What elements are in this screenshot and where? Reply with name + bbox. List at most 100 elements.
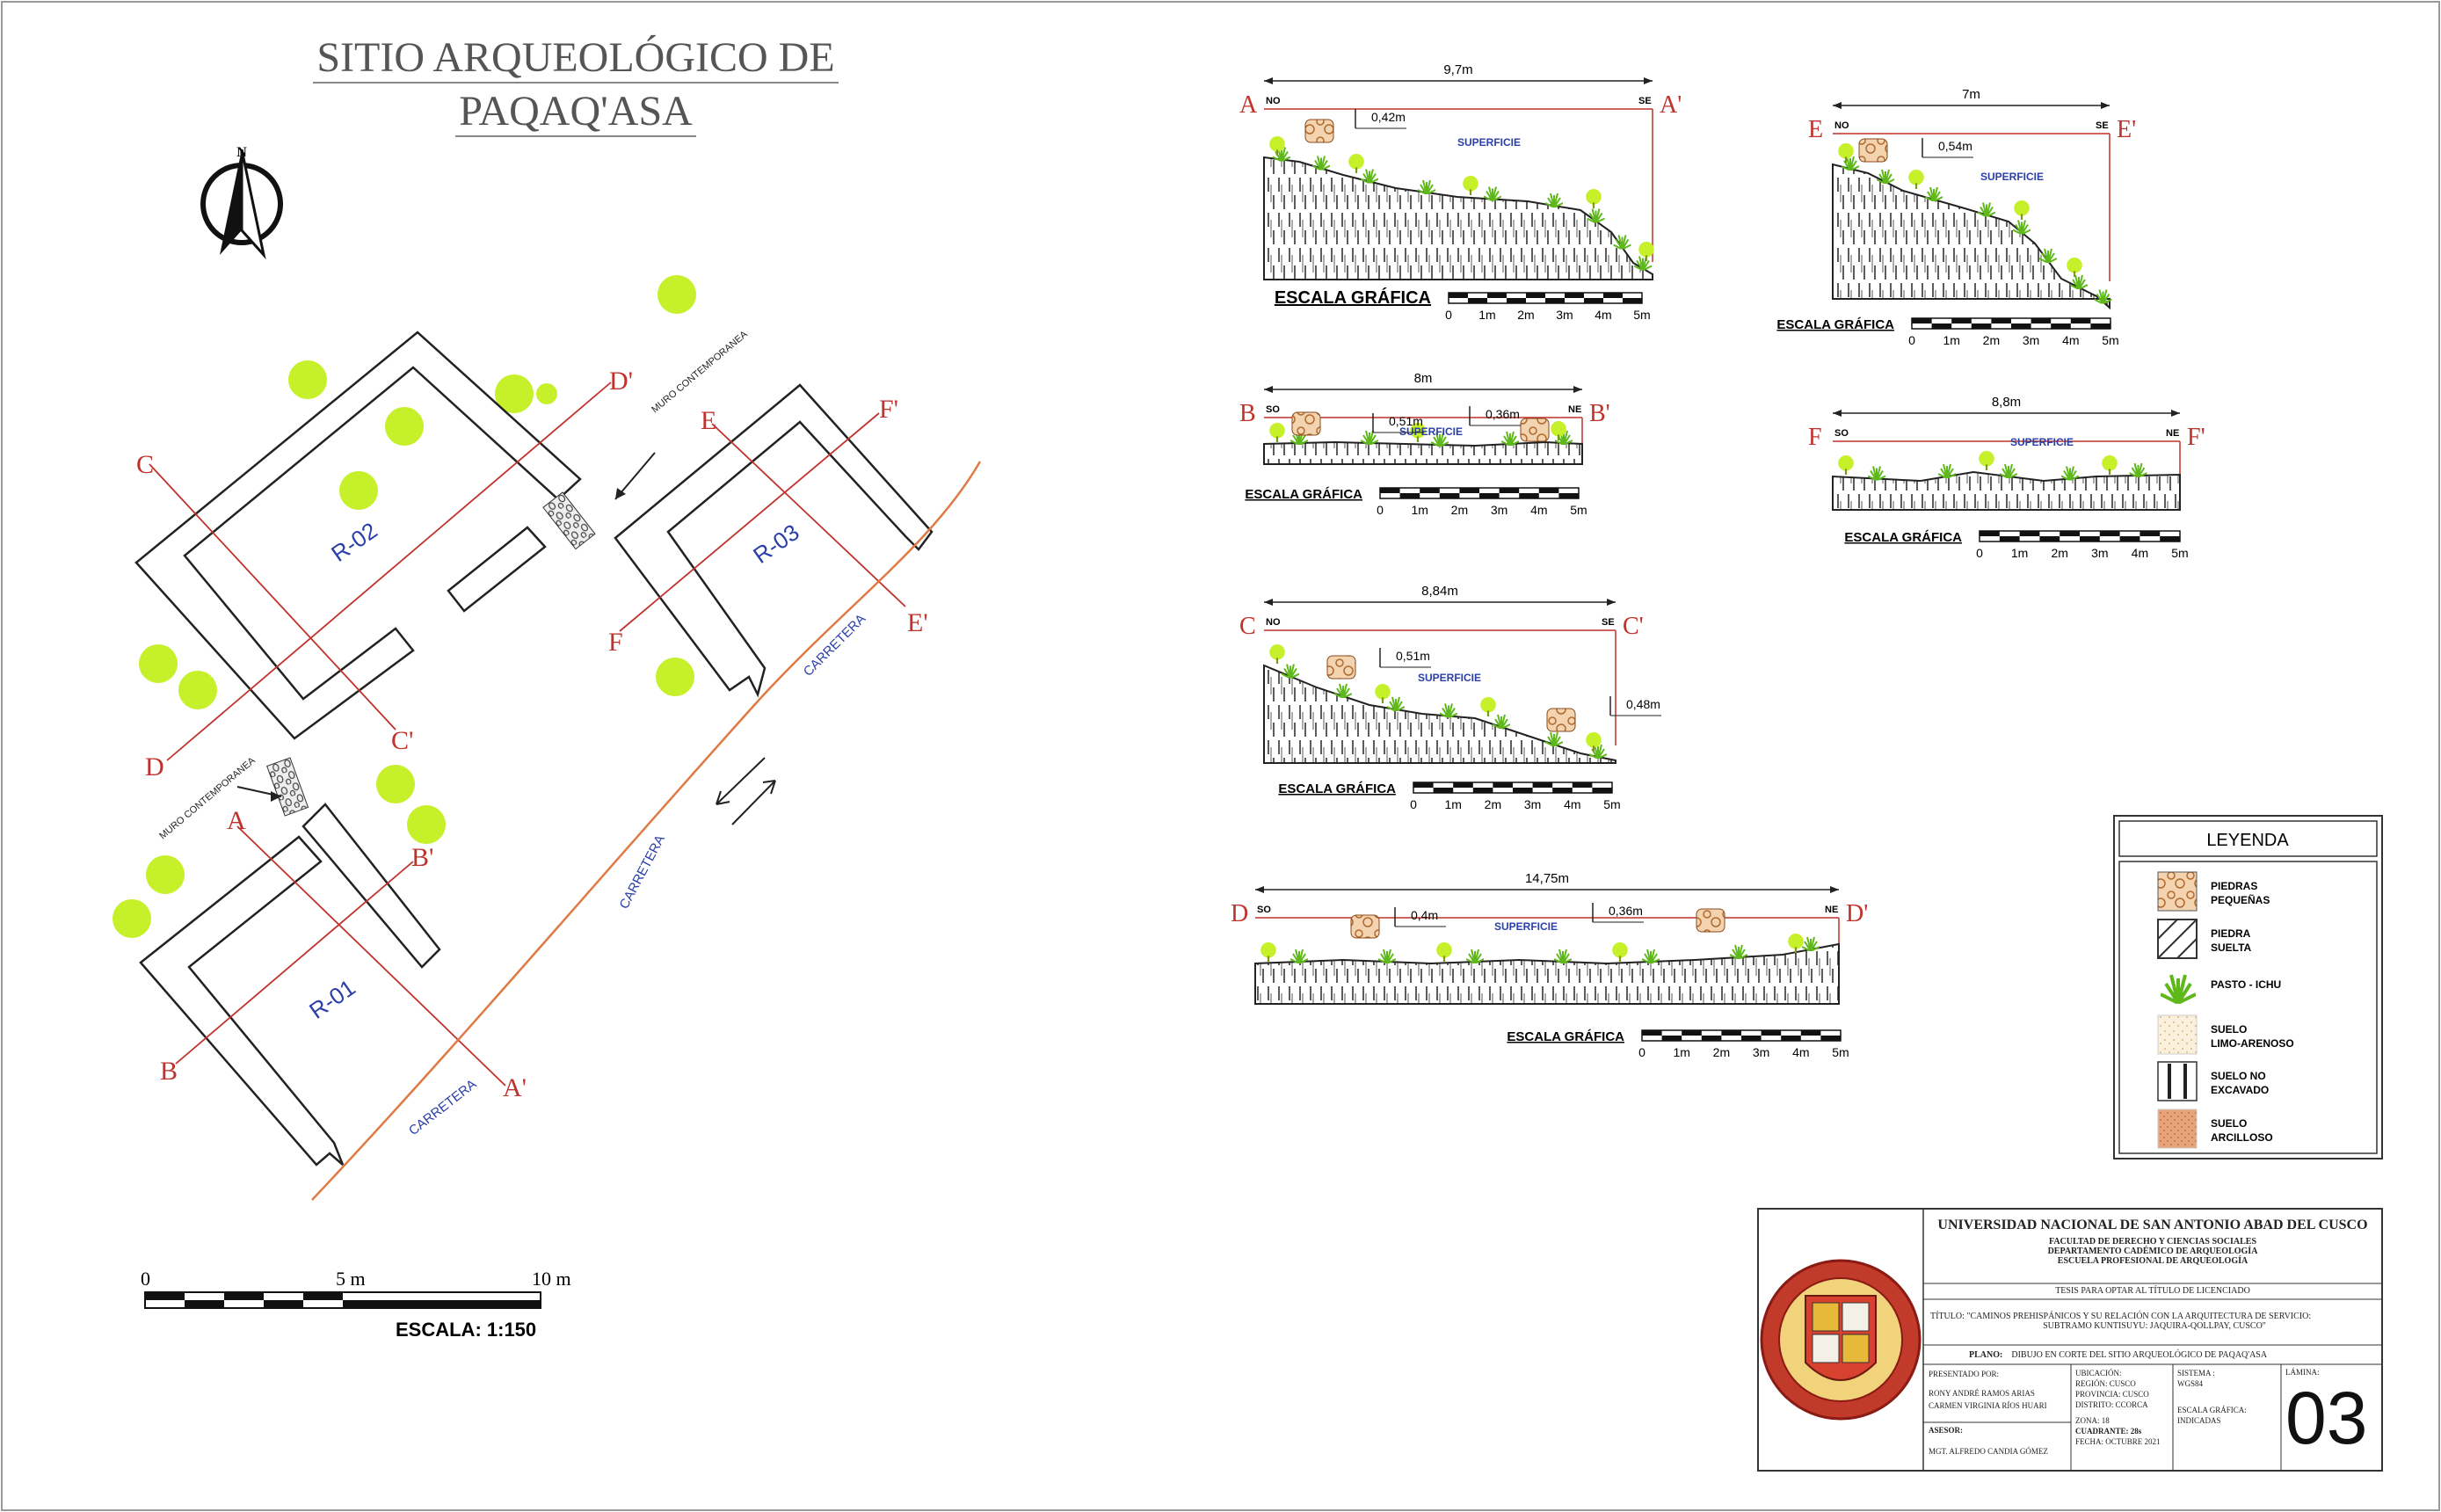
arrow-left-icon bbox=[1264, 599, 1273, 606]
escala-label: ESCALA GRÁFICA: bbox=[2177, 1406, 2247, 1414]
section-lines bbox=[149, 382, 906, 1087]
road-labels: CARRETERA CARRETERA CARRETERA bbox=[406, 611, 868, 1138]
scale-bar-segment bbox=[1991, 318, 2011, 323]
scale-title: ESCALA GRÁFICA bbox=[1245, 487, 1362, 502]
grass-icon bbox=[2070, 274, 2088, 289]
titulo-label: TÍTULO: bbox=[1930, 1312, 1965, 1321]
scale-tick-label: 4m bbox=[2062, 333, 2079, 347]
scale-bar-segment bbox=[1487, 293, 1507, 298]
scale-bar-segment bbox=[1507, 298, 1526, 303]
scale-tick-label: 1m bbox=[1943, 333, 1959, 347]
scale-tick-label: 1m bbox=[1411, 503, 1428, 517]
sistema-label: SISTEMA : bbox=[2177, 1369, 2215, 1378]
surface-label: SUPERFICIE bbox=[2010, 436, 2074, 448]
grass-icon bbox=[1802, 936, 1820, 951]
section-length-label: 8,8m bbox=[1992, 395, 2021, 410]
scale-bar-segment bbox=[1453, 782, 1473, 788]
section-letter-b: B bbox=[160, 1057, 178, 1086]
surface-label: SUPERFICIE bbox=[1980, 171, 2044, 183]
legend-item-clay: SUELO ARCILLOSO bbox=[2157, 1109, 2273, 1149]
scale-tick-label: 0 bbox=[1445, 308, 1452, 322]
plan-scale-tick-10: 10 m bbox=[532, 1268, 571, 1290]
scale-bar-segment bbox=[1439, 493, 1460, 498]
direction-left: NO bbox=[1266, 96, 1281, 106]
small-stones-icon bbox=[1858, 138, 1888, 163]
direction-left: SO bbox=[1266, 404, 1280, 415]
direction-right: SE bbox=[2096, 120, 2109, 131]
section-end-letter: A' bbox=[1660, 91, 1682, 119]
scale-title: ESCALA GRÁFICA bbox=[1278, 781, 1396, 796]
grass-icon bbox=[1642, 949, 1660, 963]
tree-icon bbox=[407, 805, 446, 844]
plan-scale-tick-5: 5 m bbox=[336, 1268, 366, 1290]
scale-bar-segment bbox=[1603, 293, 1623, 298]
section-start-letter: A bbox=[1239, 91, 1258, 119]
university-seal-icon bbox=[1760, 1259, 1922, 1421]
scale-bar-segment bbox=[1413, 782, 1434, 788]
grass-icon bbox=[1312, 155, 1330, 171]
scale-bar-segment bbox=[1532, 782, 1553, 788]
tree-icon bbox=[536, 383, 557, 404]
traffic-arrows-icon bbox=[716, 757, 776, 825]
advisor-cell: ASESOR: MGT. ALFREDO CANDIA GÓMEZ bbox=[1929, 1424, 2069, 1457]
scale-bar-segment bbox=[1761, 1030, 1782, 1036]
school-name: ESCUELA PROFESIONAL DE ARQUEOLOGÍA bbox=[2057, 1256, 2248, 1266]
scale-tick-label: 4m bbox=[1530, 503, 1547, 517]
grass-icon bbox=[1978, 201, 1995, 217]
scale-tick-label: 2m bbox=[1517, 308, 1534, 322]
section-line-f bbox=[619, 412, 880, 632]
arrow-left-icon bbox=[1833, 102, 1842, 109]
scale-bar-segment bbox=[1399, 493, 1420, 498]
tree-icon bbox=[657, 275, 696, 314]
arrow-right-icon bbox=[1607, 599, 1616, 606]
scale-tick-label: 4m bbox=[1564, 797, 1580, 811]
unexcavated-soil-profile bbox=[1832, 163, 2110, 310]
bush-icon bbox=[1637, 240, 1656, 263]
sheet-title: SITIO ARQUEOLÓGICO DE PAQAQ'ASA bbox=[268, 33, 883, 137]
cuadrante: CUADRANTE: 28s bbox=[2075, 1427, 2142, 1436]
tree-icon bbox=[146, 855, 185, 894]
grass-icon bbox=[1925, 186, 1943, 201]
tree-icon bbox=[495, 374, 534, 413]
section-letter-a: A bbox=[227, 806, 246, 835]
direction-left: SO bbox=[1257, 905, 1271, 915]
scale-bar-segment bbox=[2011, 323, 2031, 329]
scale-bar-segment bbox=[1642, 1030, 1662, 1036]
ubicacion-label: UBICACIÓN: bbox=[2075, 1369, 2122, 1378]
small-stones-icon bbox=[1304, 119, 1334, 143]
tree-icon bbox=[385, 407, 424, 446]
section-end-letter: F' bbox=[2187, 424, 2205, 451]
scale-bar-segment bbox=[1499, 488, 1520, 493]
grass-icon bbox=[1282, 663, 1299, 679]
bush-icon bbox=[1478, 695, 1498, 718]
scale-bar-segment bbox=[2140, 531, 2161, 536]
author-1: RONY ANDRÉ RAMOS ARIAS bbox=[1929, 1389, 2035, 1398]
scale-tick-label: 3m bbox=[1524, 797, 1541, 811]
title-block bbox=[1757, 1208, 2383, 1472]
legend-item-small-stones: PIEDRAS PEQUEÑAS bbox=[2157, 871, 2270, 912]
scale-tick-label: 3m bbox=[2023, 333, 2039, 347]
small-stones-icon bbox=[2157, 871, 2198, 912]
room-labels: R-02 R-03 R-01 bbox=[304, 517, 803, 1024]
scale-bar-segment bbox=[1519, 493, 1539, 498]
asesor-label: ASESOR: bbox=[1929, 1426, 1964, 1435]
bush-icon bbox=[1259, 941, 1278, 963]
plano-value: DIBUJO EN CORTE DEL SITIO ARQUEOLÓGICO D… bbox=[2011, 1350, 2268, 1360]
plano-label: PLANO: bbox=[1969, 1350, 2003, 1360]
thesis-title: TÍTULO: "CAMINOS PREHISPÁNICOS Y SU RELA… bbox=[1930, 1312, 2379, 1331]
section-letter-f-prime: F' bbox=[879, 395, 898, 424]
section-end-letter: E' bbox=[2117, 116, 2136, 143]
scale-tick-label: 5m bbox=[2171, 546, 2188, 560]
scale-bar-segment bbox=[2031, 318, 2052, 323]
scale-bar-segment bbox=[2090, 323, 2110, 329]
scale-bar-segment bbox=[1592, 788, 1612, 793]
scale-bar-segment bbox=[1420, 488, 1440, 493]
small-stones-icon bbox=[1696, 908, 1725, 933]
section-letter-d: D bbox=[145, 752, 164, 781]
grass-icon bbox=[1387, 696, 1405, 711]
scale-bar-segment bbox=[1912, 318, 1932, 323]
scale-bar-segment bbox=[1999, 536, 2020, 542]
section-letter-f: F bbox=[608, 628, 623, 657]
section-length-label: 9,7m bbox=[1443, 62, 1472, 77]
